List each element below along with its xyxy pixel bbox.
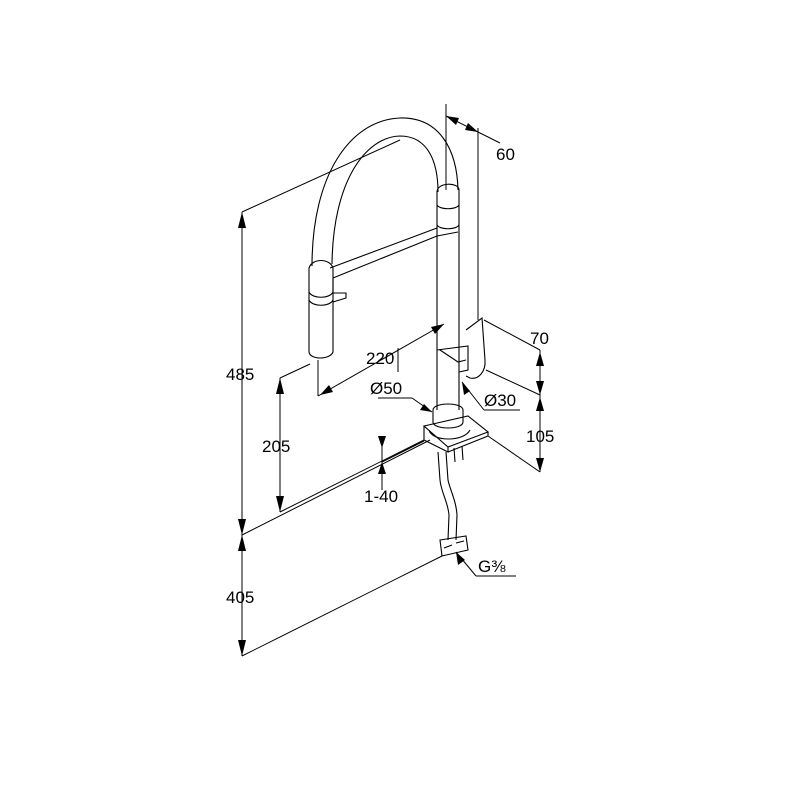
supply-hose-left [437,451,458,541]
dim-60: 60 [496,145,515,164]
dim-485: 485 [226,365,254,384]
spray-head [308,259,334,359]
base-collar [432,403,464,429]
lever-handle [465,316,486,379]
connector-fittings [439,535,469,557]
dim-d50: Ø50 [370,379,402,398]
dim-70: 70 [530,329,549,348]
dim-105: 105 [526,427,554,446]
arched-hose [311,117,459,267]
dim-220: 220 [366,349,394,368]
dimension-lines [238,104,544,657]
spray-arm-underside [332,292,347,303]
faucet-outline [308,117,490,557]
main-column [436,190,460,410]
spray-arm [329,227,459,293]
base-ring [428,429,471,440]
arched-hose-inner [331,135,439,265]
dim-405: 405 [226,588,254,607]
base-plate [422,415,490,453]
spray-head-bands [308,291,334,306]
supply-hose-right [453,445,464,463]
dimension-labels: 60 70 220 485 Ø50 Ø30 205 105 1-40 405 G… [226,145,554,607]
dim-g38: G⅜ [478,557,506,576]
dim-1-40: 1-40 [364,487,398,506]
column-top-collar [436,183,460,230]
lever-joint [436,345,469,373]
dim-205: 205 [262,437,290,456]
dim-d30: Ø30 [484,391,516,410]
